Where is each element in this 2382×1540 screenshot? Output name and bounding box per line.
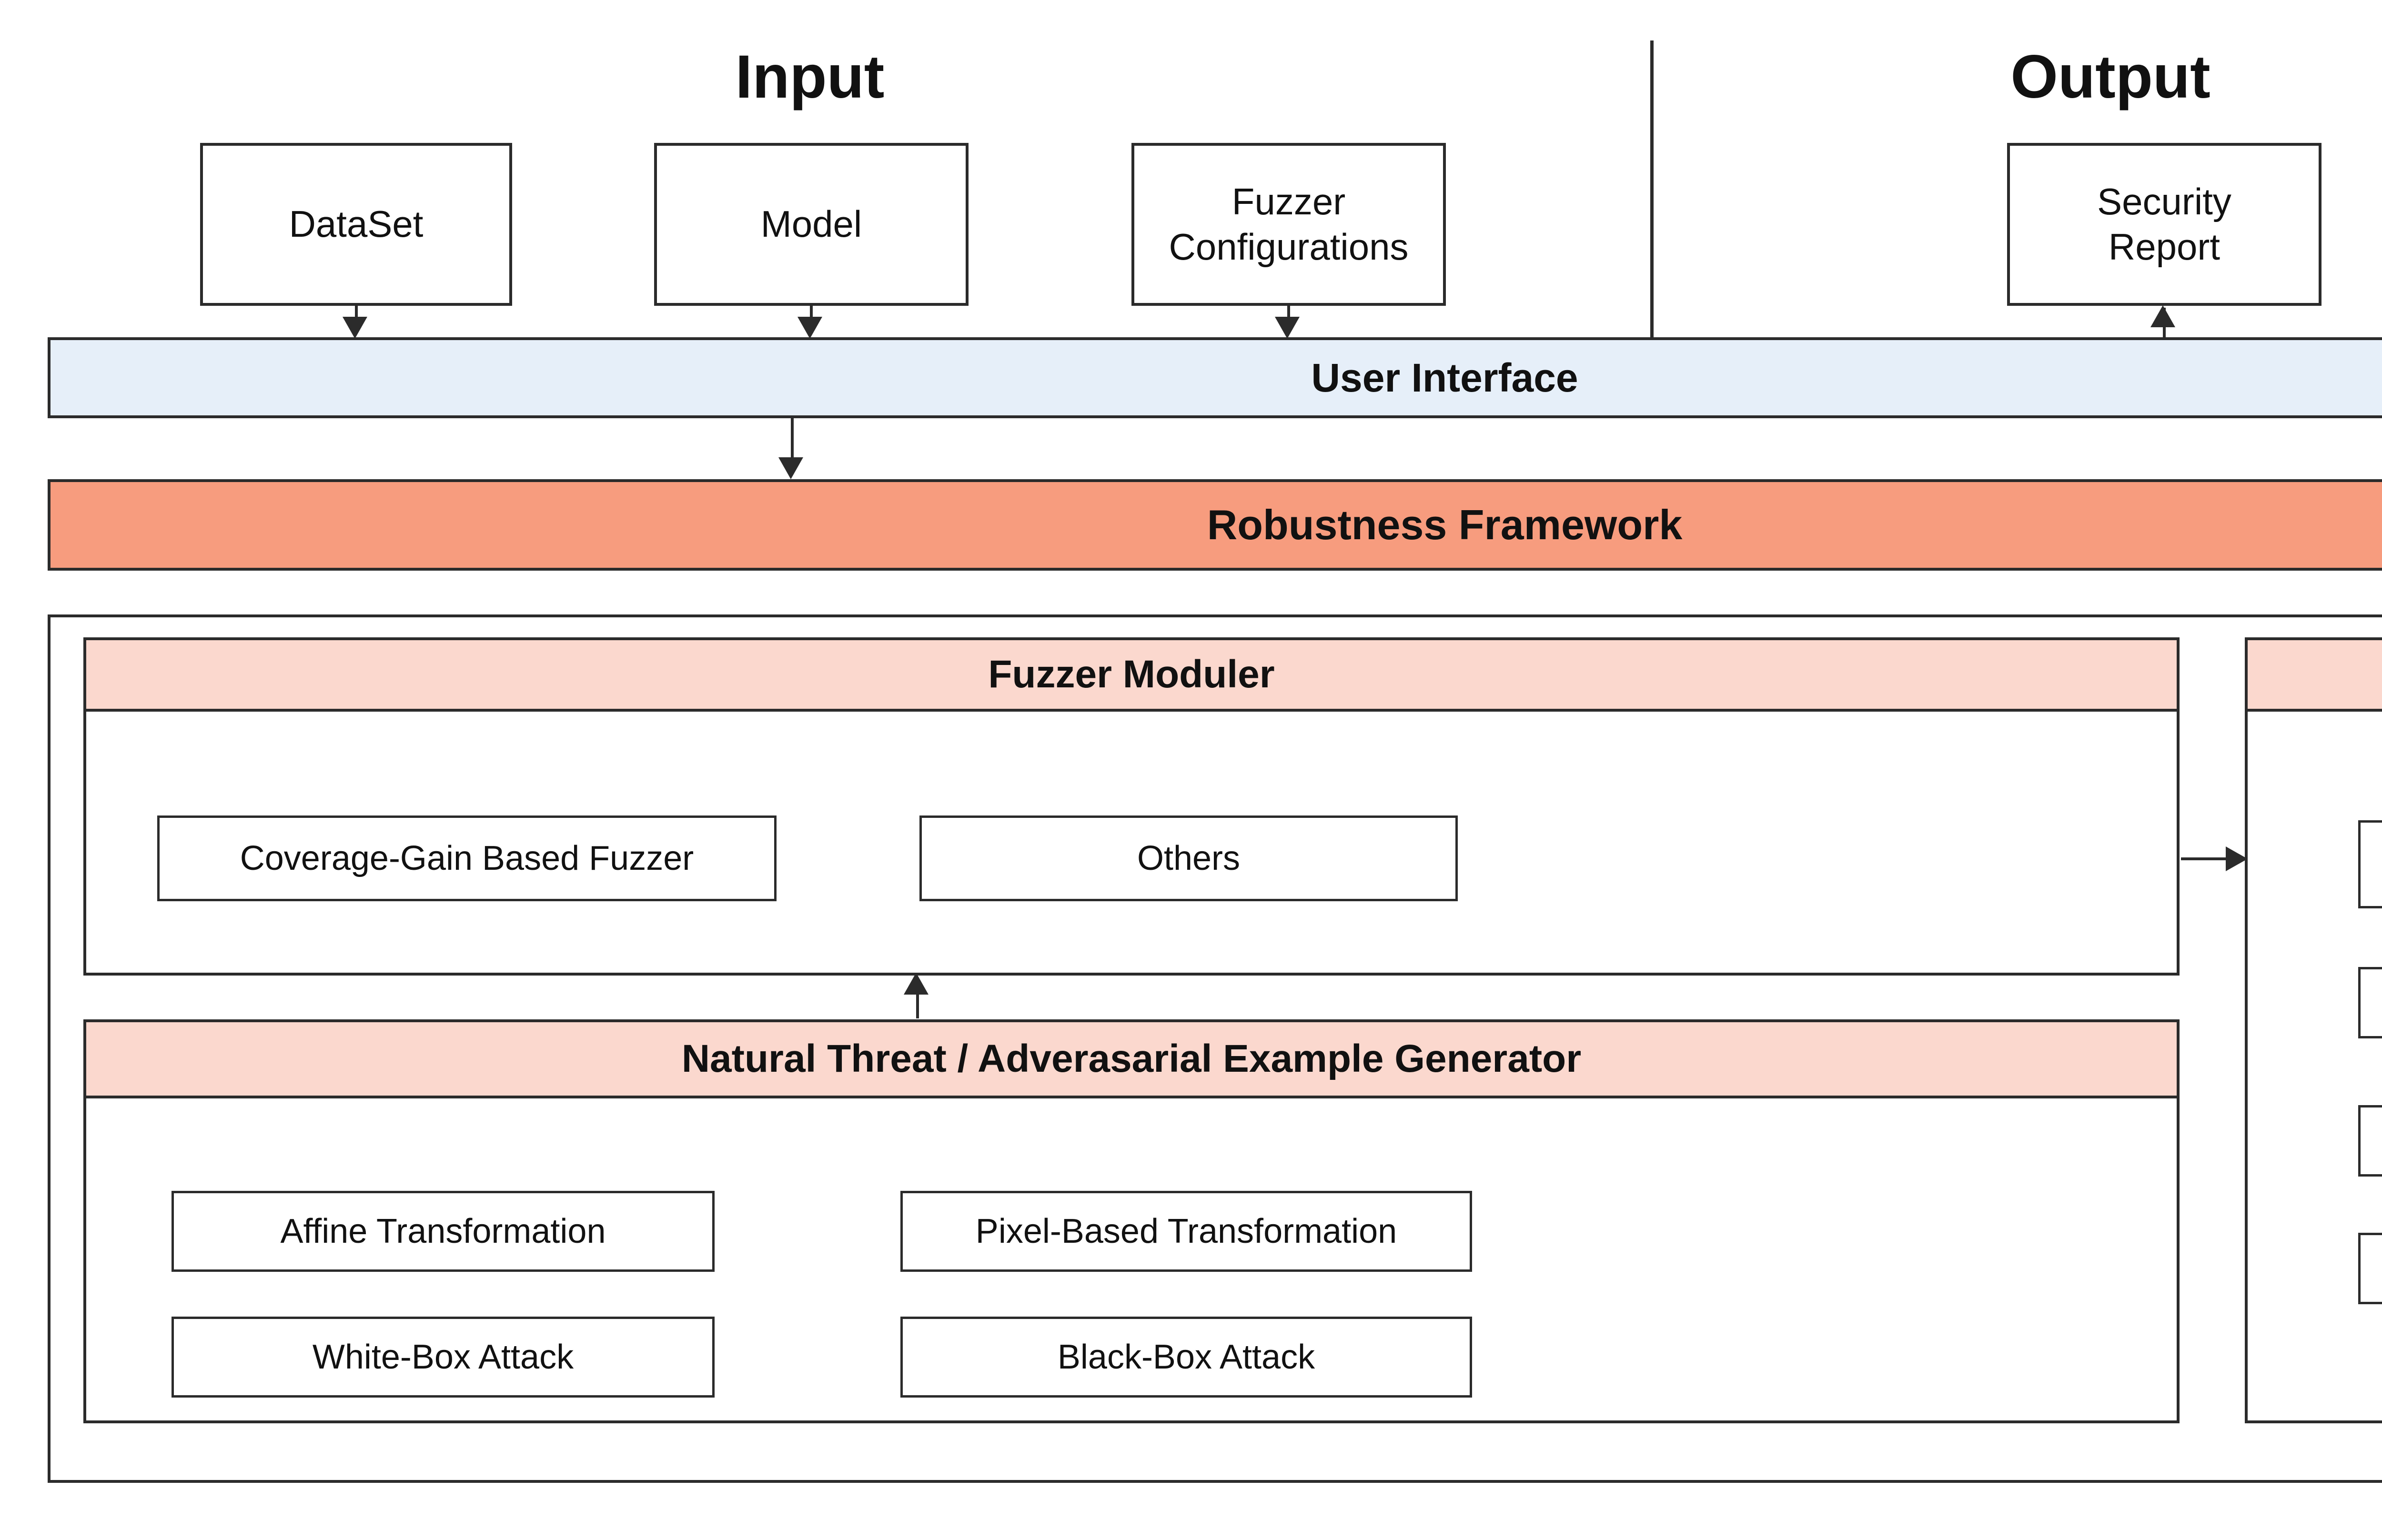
connector-fuzzer-to-evaluation-line	[2181, 857, 2232, 860]
item-affine-transformation[interactable]: Affine Transformation	[172, 1191, 715, 1272]
item-black-box-attack-label: Black-Box Attack	[1057, 1338, 1315, 1376]
panel-fuzzer-moduler-header: Fuzzer Moduler	[86, 640, 2177, 712]
item-coverage-utility[interactable]: Coverage Utility	[2358, 967, 2382, 1038]
connector-generator-to-fuzzer-arrow	[904, 973, 929, 995]
connector-fuzzer-to-evaluation-arrow	[2226, 846, 2248, 871]
node-dataset[interactable]: DataSet	[200, 143, 512, 306]
connector-fuzzcfg-to-ui-arrow	[1275, 317, 1300, 339]
bar-user-interface[interactable]: User Interface	[48, 337, 2382, 418]
item-evaluation-others[interactable]: Others	[2358, 1233, 2382, 1304]
item-pixel-based-transformation[interactable]: Pixel-Based Transformation	[900, 1191, 1472, 1272]
panel-evaluation-header: Evaluation	[2248, 640, 2382, 712]
connector-generator-to-fuzzer-line	[916, 981, 919, 1018]
item-white-box-attack[interactable]: White-Box Attack	[172, 1317, 715, 1398]
panel-fuzzer-moduler-title: Fuzzer Moduler	[988, 653, 1275, 696]
connector-ui-to-rf-line	[791, 418, 794, 461]
item-white-box-attack-label: White-Box Attack	[312, 1338, 574, 1376]
item-coverage-gain-based-fuzzer-label: Coverage-Gain Based Fuzzer	[240, 839, 694, 877]
connector-dataset-to-ui-arrow	[343, 317, 367, 339]
item-pixel-based-transformation-label: Pixel-Based Transformation	[975, 1212, 1397, 1250]
input-section-heading: Input	[735, 43, 885, 111]
bar-user-interface-label: User Interface	[1311, 355, 1578, 400]
item-attack-utility[interactable]: Attack Utility	[2358, 1105, 2382, 1177]
bar-robustness-framework[interactable]: Robustness Framework	[48, 479, 2382, 571]
item-classification-utility[interactable]: ClassificationUtility	[2358, 820, 2382, 908]
item-fuzzer-others[interactable]: Others	[919, 815, 1458, 901]
panel-threat-generator-header: Natural Threat / Adverasarial Example Ge…	[86, 1022, 2177, 1098]
node-model[interactable]: Model	[654, 143, 969, 306]
connector-ui-to-security-report-arrow	[2150, 305, 2175, 327]
node-dataset-label: DataSet	[289, 203, 424, 245]
output-section-heading: Output	[2010, 43, 2210, 111]
bar-robustness-framework-label: Robustness Framework	[1207, 501, 1683, 548]
item-fuzzer-others-label: Others	[1137, 839, 1241, 877]
panel-fuzzer-moduler: Fuzzer Moduler	[83, 637, 2180, 976]
connector-model-to-ui-arrow	[797, 317, 822, 339]
item-coverage-gain-based-fuzzer[interactable]: Coverage-Gain Based Fuzzer	[157, 815, 777, 901]
input-output-divider	[1650, 40, 1654, 338]
item-affine-transformation-label: Affine Transformation	[280, 1212, 606, 1250]
item-black-box-attack[interactable]: Black-Box Attack	[900, 1317, 1472, 1398]
connector-ui-to-rf-arrow	[778, 457, 803, 479]
node-model-label: Model	[760, 203, 862, 245]
panel-threat-generator-title: Natural Threat / Adverasarial Example Ge…	[681, 1037, 1582, 1080]
